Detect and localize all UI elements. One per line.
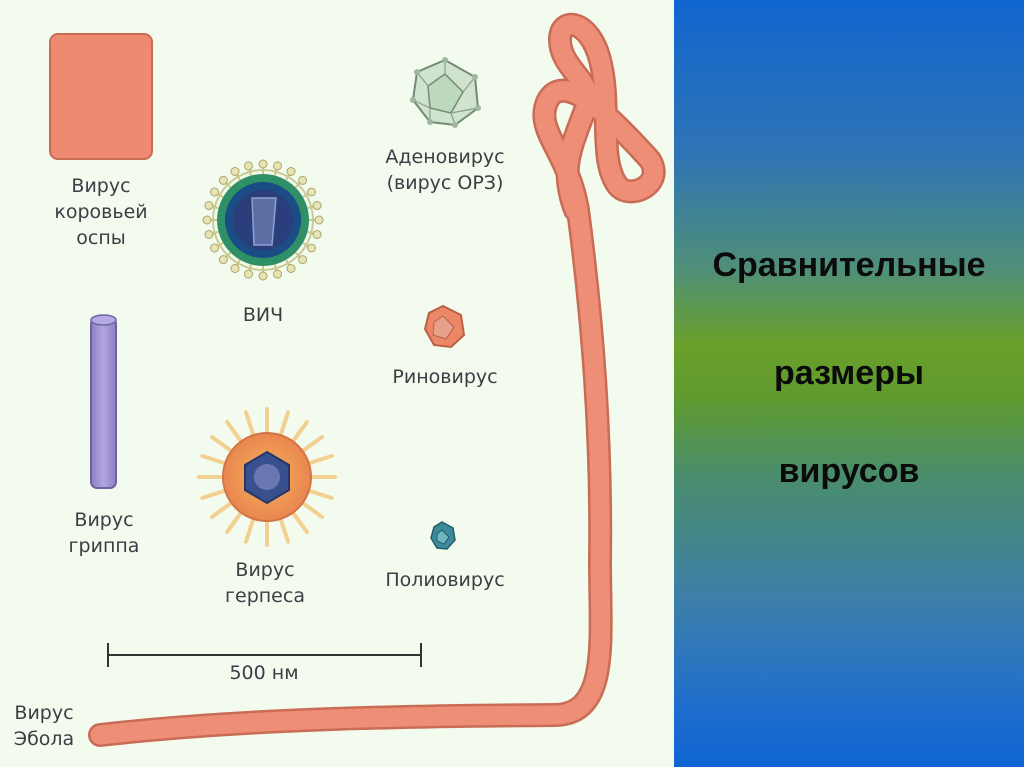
herpes-spike: [300, 500, 325, 519]
hiv-spike-knob: [306, 243, 316, 253]
herpes-spike: [209, 500, 234, 519]
hiv-virus-shape: [202, 159, 324, 281]
hiv-spike-knob: [210, 187, 220, 197]
herpes-spike: [300, 435, 325, 454]
herpes-spike: [278, 410, 291, 438]
herpes-spike: [200, 488, 228, 501]
hiv-spike-knob: [312, 201, 322, 211]
hiv-spike-knob: [306, 187, 316, 197]
ebola-virus-label: Вирус Эбола: [13, 702, 75, 750]
herpes-spike: [278, 516, 291, 544]
influenza-virus-shape: [90, 314, 117, 489]
hiv-spike-knob: [286, 263, 296, 273]
hiv-label: ВИЧ: [242, 304, 284, 326]
rhinovirus-label: Риновирус: [392, 366, 498, 388]
hiv-spike-knob: [202, 215, 212, 225]
vaccinia-virus-shape: [49, 33, 153, 160]
virus-drawing: [49, 12, 666, 747]
slide-title-line-3: вирусов: [778, 452, 920, 490]
poliovirus-label: Полиовирус: [385, 569, 505, 591]
hiv-spike-knob: [314, 215, 324, 225]
poliovirus-shape: [430, 521, 456, 550]
slide-title-line-1: Сравнительные: [712, 246, 986, 284]
herpes-spike: [209, 435, 234, 454]
herpes-spike: [290, 510, 309, 535]
virus-size-illustration: Вирус коровьей оспы Вирус гриппа ВИЧ Вир…: [0, 0, 674, 767]
slide-title-line-2: размеры: [773, 354, 924, 392]
hiv-spike-knob: [218, 255, 228, 265]
herpes-spike: [200, 453, 228, 466]
scale-bar: [107, 643, 422, 667]
herpes-spike: [225, 510, 244, 535]
adenovirus-shape: [410, 57, 481, 128]
rhinovirus-shape: [423, 304, 466, 349]
herpes-spike: [306, 488, 334, 501]
influenza-virus-label: Вирус гриппа: [68, 509, 140, 557]
hiv-spike-knob: [312, 229, 322, 239]
hiv-spike-knob: [230, 167, 240, 177]
herpes-spike: [306, 453, 334, 466]
hiv-spike-knob: [298, 175, 308, 185]
hiv-spike-knob: [244, 269, 254, 279]
hiv-spike-knob: [210, 243, 220, 253]
herpes-virus-shape: [197, 407, 337, 547]
herpes-virus-label: Вирус герпеса: [225, 559, 305, 607]
adenovirus-label: Аденовирус (вирус ОРЗ): [385, 146, 505, 194]
hiv-spike-knob: [230, 263, 240, 273]
hiv-spike-knob: [204, 229, 214, 239]
hiv-spike-knob: [258, 271, 268, 281]
hiv-spike-knob: [272, 269, 282, 279]
hiv-spike-knob: [286, 167, 296, 177]
herpes-spike: [243, 410, 256, 438]
ebola-virus-shape: [88, 12, 666, 747]
slide-title-panel: Сравнительные размеры вирусов: [674, 0, 1024, 767]
hiv-spike-knob: [218, 175, 228, 185]
scale-bar-label: 500 нм: [229, 662, 299, 684]
herpes-spike: [290, 419, 309, 444]
herpes-spike: [243, 516, 256, 544]
vaccinia-virus-label: Вирус коровьей оспы: [54, 175, 148, 249]
hiv-spike-knob: [272, 161, 282, 171]
hiv-spike-knob: [204, 201, 214, 211]
hiv-spike-knob: [244, 161, 254, 171]
hiv-spike-knob: [258, 159, 268, 169]
hiv-spike-knob: [298, 255, 308, 265]
herpes-spike: [225, 419, 244, 444]
